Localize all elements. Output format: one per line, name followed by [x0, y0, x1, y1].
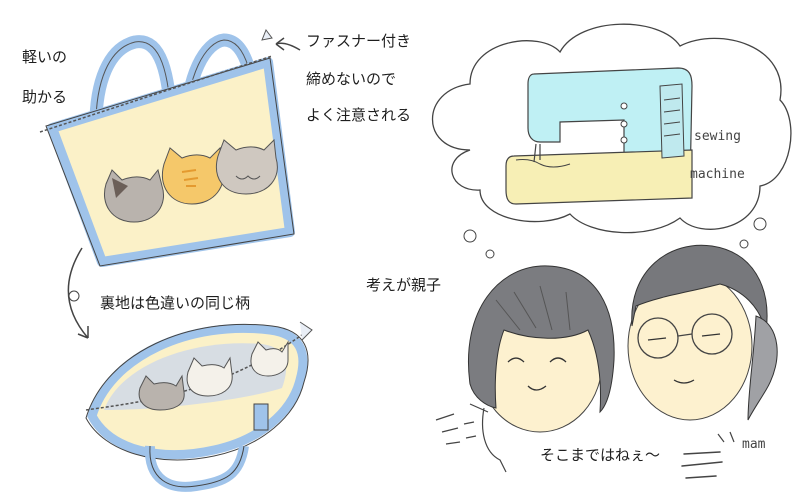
note-light-line1: 軽いの	[22, 48, 68, 66]
girl-hair	[468, 265, 615, 414]
cat-gray-face	[104, 168, 164, 223]
open-bag-illustration	[85, 321, 313, 492]
label-machine: machine	[690, 167, 745, 182]
sewing-machine-drawing	[505, 67, 693, 205]
cat-beige-face	[216, 138, 278, 195]
open-bag-cat-3	[250, 340, 289, 377]
mom-mouth	[673, 379, 695, 384]
thought-dot-4	[739, 239, 749, 249]
note-zipper-line2: 締めないので	[306, 70, 397, 88]
thought-dot-3	[753, 217, 767, 231]
girl-character	[435, 265, 615, 473]
girl-eye-right	[549, 357, 567, 363]
mom-glasses-left	[637, 317, 679, 359]
down-arrow	[67, 247, 89, 339]
mom-eye-left	[647, 337, 667, 341]
note-reply: そこまではねぇ〜	[540, 446, 661, 464]
machine-dial-3	[620, 136, 628, 144]
label-mam: mam	[742, 437, 766, 452]
mom-character	[627, 244, 778, 479]
machine-dial-1	[620, 102, 628, 110]
open-bag-cat-2	[186, 356, 233, 397]
machine-dial-2	[620, 120, 628, 128]
machine-needle	[533, 143, 541, 163]
mom-hair	[631, 244, 768, 333]
open-bag-cat-1	[138, 374, 185, 411]
open-bag-zipper	[85, 331, 307, 411]
thought-dot-2	[485, 249, 495, 259]
note-light-line2: 助かる	[22, 88, 68, 106]
bag-zipper-line	[39, 55, 273, 133]
label-sewing: sewing	[694, 129, 741, 144]
sewing-machine-base	[505, 149, 693, 205]
girl-hand	[463, 403, 507, 473]
thought-bubble	[432, 23, 792, 259]
girl-mouth	[527, 385, 547, 391]
machine-wheel	[659, 83, 685, 159]
note-zipper-line1: ファスナー付き	[306, 32, 412, 50]
mom-eye-right	[701, 333, 721, 337]
thought-dot-1	[463, 229, 477, 243]
girl-eye-left	[507, 357, 525, 363]
zipper-arrow	[275, 37, 301, 51]
mom-hand	[681, 451, 723, 479]
note-thinking: 考えが親子	[366, 276, 442, 294]
cat-orange-face	[162, 146, 224, 205]
note-lining: 裏地は色違いの同じ柄	[100, 294, 251, 312]
mom-hair-bun	[747, 315, 778, 421]
note-zipper-line3: よく注意される	[306, 106, 412, 124]
zipper-pull	[261, 28, 273, 41]
tote-bag-illustration	[39, 28, 295, 267]
